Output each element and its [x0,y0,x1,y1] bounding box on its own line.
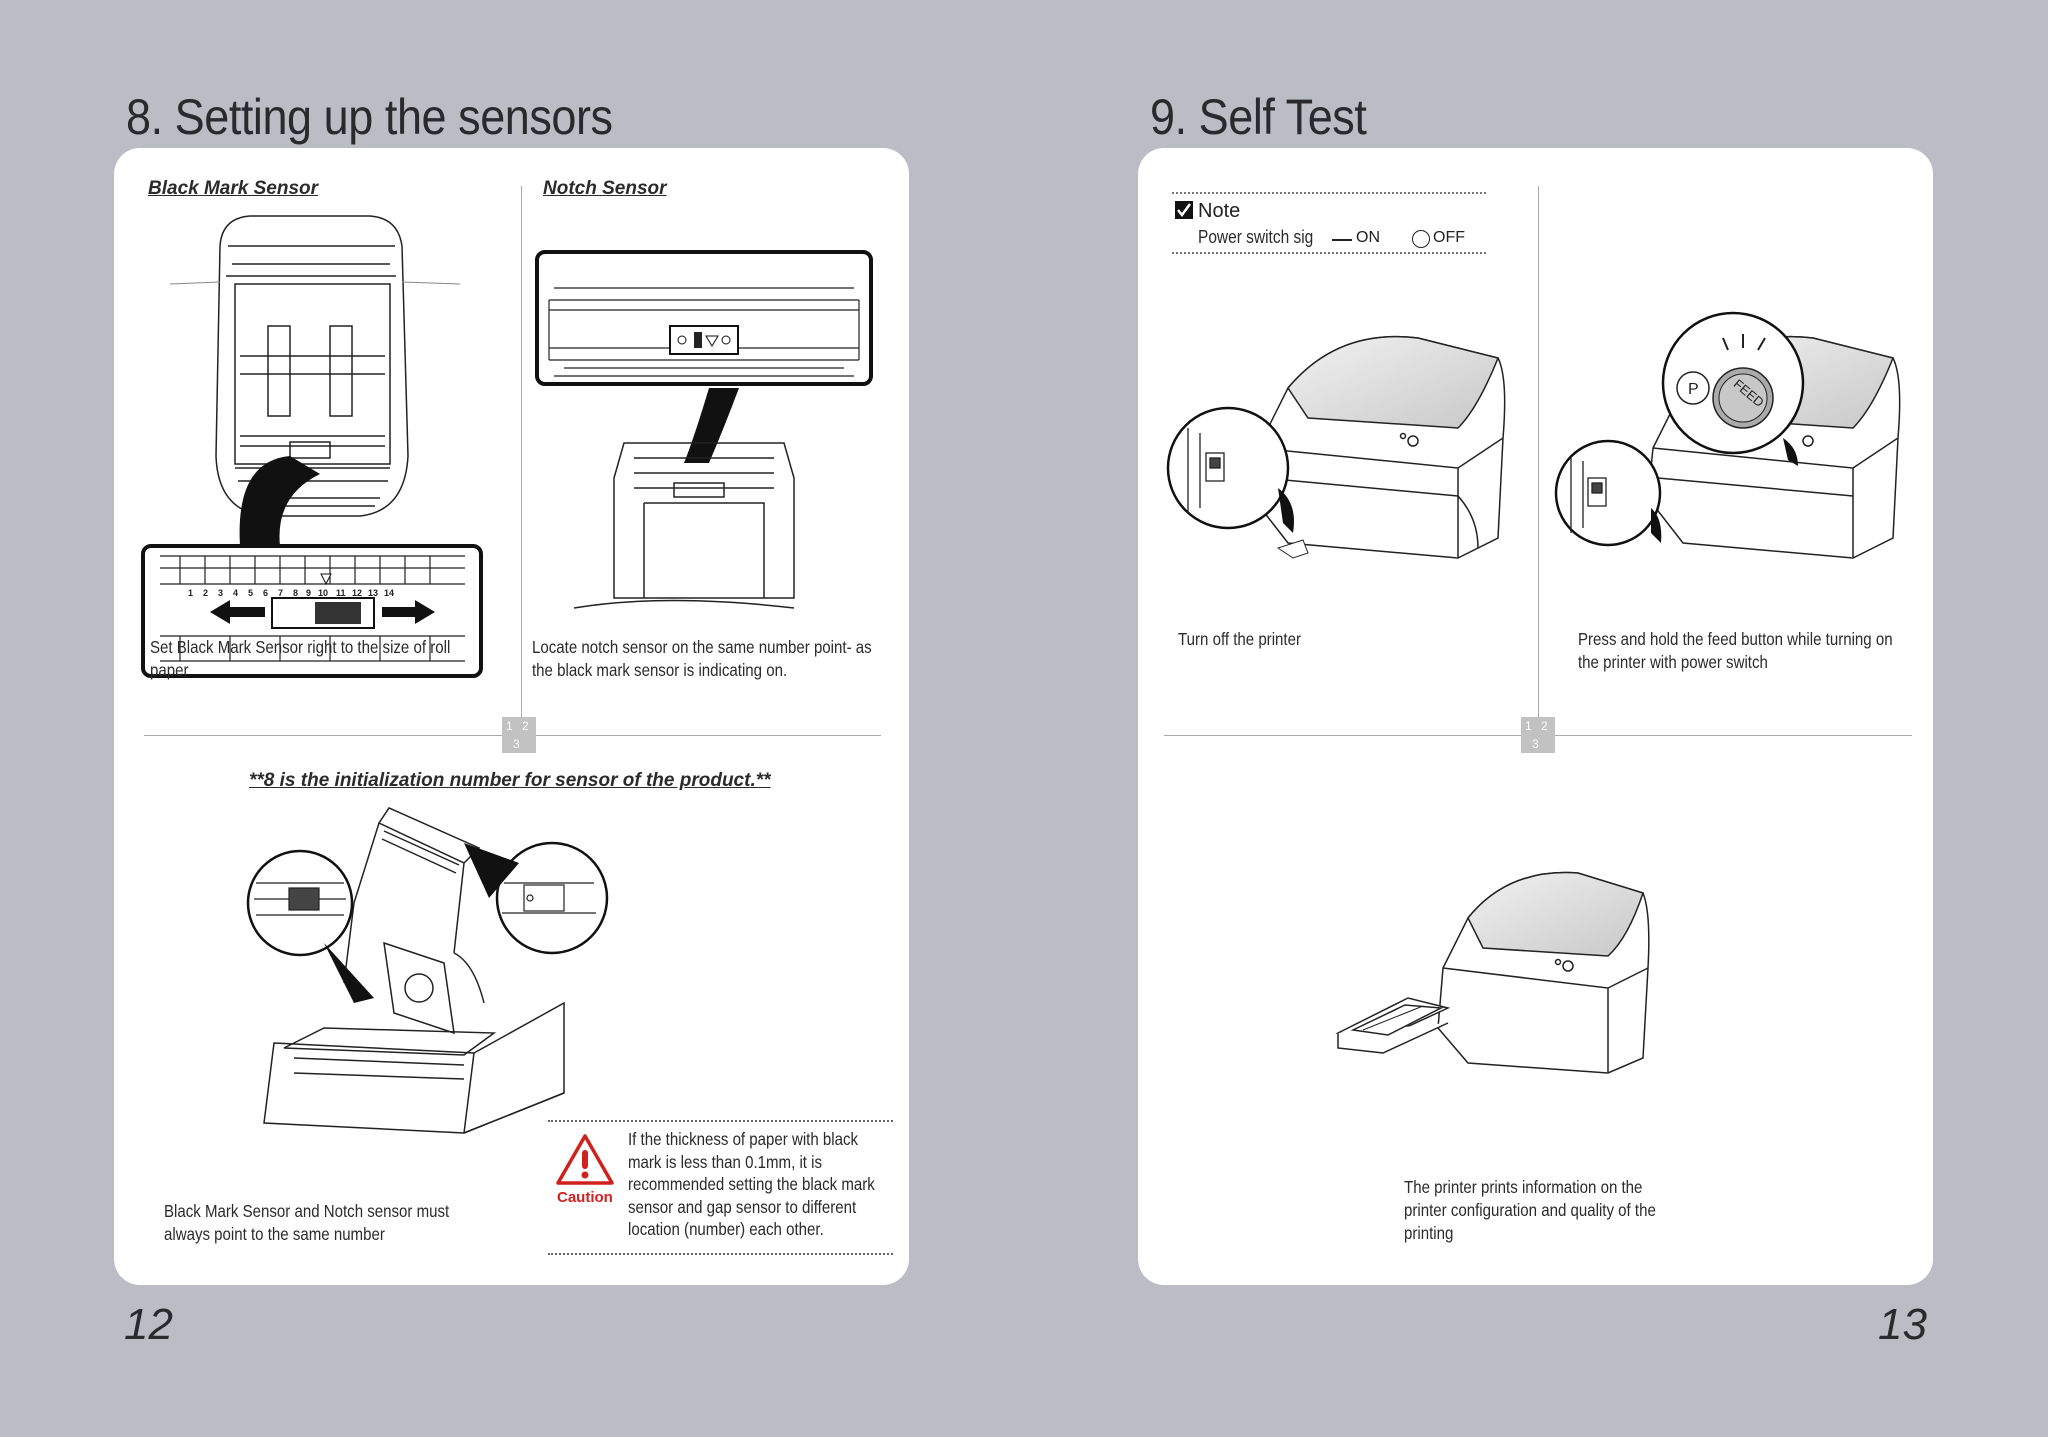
step1-caption: Turn off the printer [1178,629,1301,649]
note-label: Note [1198,200,1241,222]
caution-icon [556,1134,614,1185]
on-symbol-icon [1332,239,1352,241]
printer-feed-hold-illustration: P FEED [1554,311,1901,559]
scale-number: 14 [384,588,394,598]
caution-text: If the thickness of paper with black mar… [628,1129,875,1239]
scale-number: 9 [306,588,311,598]
scale-number: 11 [336,588,346,598]
notch-sensor-heading: Notch Sensor [543,178,667,199]
scale-number: 4 [233,588,238,598]
scale-number: 12 [352,588,362,598]
note-top-rule [1172,192,1486,194]
black-mark-sensor-heading: Black Mark Sensor [148,178,319,199]
scale-number: 6 [263,588,268,598]
scale-number: 10 [318,588,328,598]
right-page-title: 9. Self Test [1150,89,1367,145]
notch-sensor-illustration [535,250,873,609]
open-printer-illustration [246,807,609,1134]
printer-printing-illustration [1335,871,1650,1074]
step-indicator: 1 2 3 [1521,717,1555,753]
note-text: Power switch sig [1198,227,1314,247]
scale-number: 1 [188,588,193,598]
left-page-title: 8. Setting up the sensors [126,89,613,145]
column-divider [521,186,522,726]
scale-number: 8 [293,588,298,598]
off-label: OFF [1433,229,1465,246]
notch-caption: Locate notch sensor on the same number p… [532,637,872,680]
on-label: ON [1356,229,1380,246]
column-divider [1538,186,1539,726]
note-bottom-rule [1172,252,1486,254]
caution-top-rule [548,1120,893,1122]
power-button-label: P [1688,381,1699,398]
bottom-caption: Black Mark Sensor and Notch sensor must … [164,1201,450,1244]
initialization-note: **8 is the initialization number for sen… [249,770,771,791]
black-mark-caption: Set Black Mark Sensor right to the size … [150,637,451,680]
step2-caption: Press and hold the feed button while tur… [1578,629,1893,672]
scale-number: 3 [218,588,223,598]
left-page-number: 12 [124,1300,173,1349]
checkbox-checked-icon [1175,201,1193,219]
scale-number: 5 [248,588,253,598]
caution-bottom-rule [548,1253,893,1255]
right-content-panel: Note Power switch sig ON OFF [1138,148,1933,1285]
scale-number: 13 [368,588,378,598]
step3-caption: The printer prints information on the pr… [1404,1177,1656,1243]
off-symbol-icon [1412,230,1430,248]
scale-number: 7 [278,588,283,598]
scale-number: 2 [203,588,208,598]
right-page-number: 13 [1878,1300,1927,1349]
step-indicator: 1 2 3 [502,717,536,753]
left-content-panel: Black Mark Sensor Notch Sensor [114,148,909,1285]
black-mark-sensor-illustration: 1 2 3 4 5 6 7 8 9 10 11 12 13 14 [141,215,483,678]
printer-power-off-illustration [1166,335,1506,559]
caution-label: Caution [557,1189,613,1206]
